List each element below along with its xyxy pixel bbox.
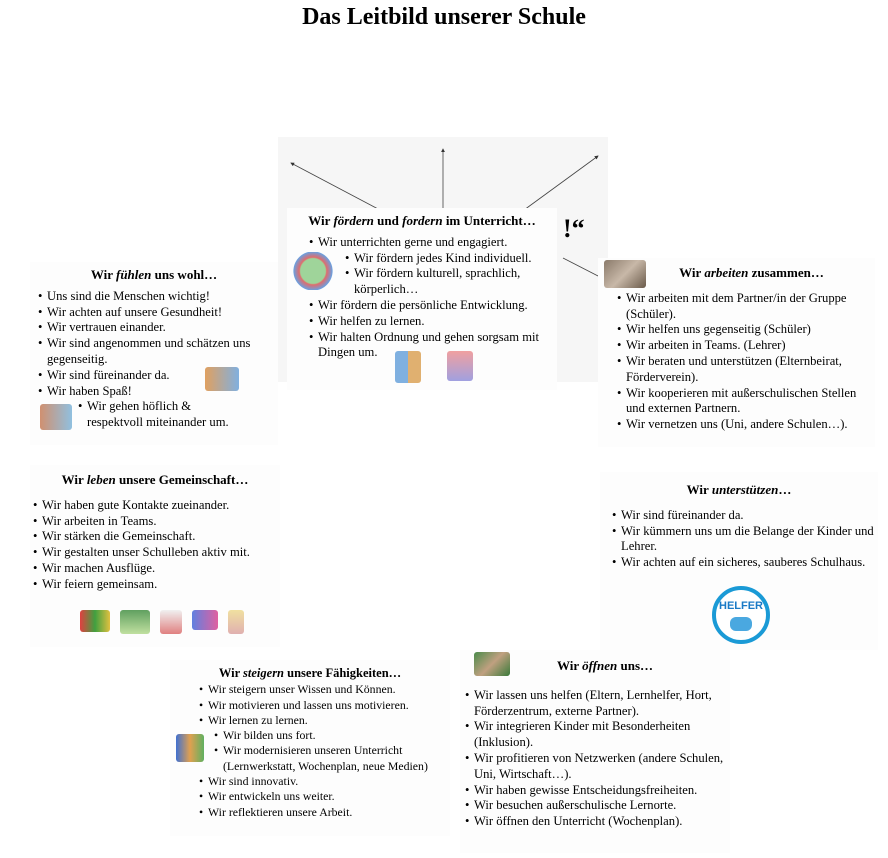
snowman-icon: [160, 610, 182, 634]
list-item: Wir fördern jedes Kind individuell.: [345, 251, 557, 267]
section-heading: Wir arbeiten zusammen…: [679, 265, 824, 280]
celebration-icons: [80, 610, 244, 634]
list-item: Wir helfen uns gegenseitig (Schüler): [617, 322, 875, 338]
christmas-tree-icon: [120, 610, 150, 634]
list-item: Wir kooperieren mit außerschulischen Ste…: [617, 386, 875, 418]
greeting-icon: [40, 404, 72, 430]
section-foerdern: Wir fördern und fordern im Unterricht… W…: [287, 208, 557, 390]
list-item: Wir halten Ordnung und gehen sorgsam mit…: [309, 330, 557, 362]
section-unterstuetzen: Wir unterstützen… Wir sind füreinander d…: [600, 472, 878, 650]
list-item: Wir sind innovativ.: [199, 774, 450, 790]
elephant-icon: [730, 616, 752, 631]
section-heading: Wir unterstützen…: [686, 482, 792, 497]
list-item: Wir haben gewisse Entscheidungsfreiheite…: [465, 783, 730, 799]
list-item: Wir bilden uns fort.: [214, 728, 450, 744]
list-item: Wir gestalten unser Schulleben aktiv mit…: [33, 545, 280, 561]
arrow-left: [290, 162, 381, 211]
page-title: Das Leitbild unserer Schule: [302, 4, 586, 30]
section-heading: Wir fördern und fordern im Unterricht…: [308, 213, 536, 228]
helfer-logo-text: HELFER: [719, 600, 763, 612]
list-item: Wir modernisieren unseren Unterricht (Le…: [214, 743, 450, 774]
section-arbeiten: Wir arbeiten zusammen… Wir arbeiten mit …: [598, 258, 875, 447]
list-item: Wir gehen höflich & respektvoll miteinan…: [78, 399, 237, 431]
list-item: Wir sind füreinander da.: [38, 368, 278, 384]
list-item: Wir achten auf unsere Gesundheit!: [38, 305, 278, 321]
list-item: Wir beraten und unterstützen (Elternbeir…: [617, 354, 875, 386]
list-item: Wir lassen uns helfen (Eltern, Lernhelfe…: [465, 688, 730, 720]
section-heading: Wir öffnen uns…: [556, 658, 654, 673]
quote-mark: !“: [563, 214, 585, 243]
section-oeffnen: Wir öffnen uns… Wir lassen uns helfen (E…: [460, 650, 730, 853]
list-item: Wir steigern unser Wissen und Können.: [199, 682, 450, 698]
list-item: Wir haben Spaß!: [38, 384, 278, 400]
list-item: Wir helfen zu lernen.: [309, 314, 557, 330]
glass-icon: [228, 610, 244, 634]
list-item: Wir öffnen den Unterricht (Wochenplan).: [465, 814, 730, 830]
section-heading: Wir steigern unsere Fähigkeiten…: [218, 666, 402, 680]
arrow-right: [523, 155, 599, 211]
list-item: Wir motivieren und lassen uns motivieren…: [199, 698, 450, 714]
fruit-icon: [80, 610, 110, 632]
list-item: Wir reflektieren unsere Arbeit.: [199, 805, 450, 821]
list-item: Uns sind die Menschen wichtig!: [38, 289, 278, 305]
section-leben: Wir leben unsere Gemeinschaft… Wir haben…: [30, 465, 280, 647]
playing-children-icon: [205, 367, 239, 391]
list-item: Wir arbeiten in Teams.: [33, 514, 280, 530]
list-item: Wir vernetzen uns (Uni, andere Schulen…)…: [617, 417, 875, 433]
globe-children-icon: [293, 252, 333, 290]
section-steigern: Wir steigern unsere Fähigkeiten… Wir ste…: [170, 660, 450, 836]
list-item: Wir unterrichten gerne und engagiert.: [309, 235, 557, 251]
list-item: Wir vertrauen einander.: [38, 320, 278, 336]
section-heading: Wir leben unsere Gemeinschaft…: [61, 472, 249, 487]
list-item: Wir fördern die persönliche Entwicklung.: [309, 298, 557, 314]
list-item: Wir arbeiten mit dem Partner/in der Grup…: [617, 291, 875, 323]
list-item: Wir lernen zu lernen.: [199, 713, 450, 729]
section-fuehlen: Wir fühlen uns wohl… Uns sind die Mensch…: [30, 262, 278, 445]
list-item: Wir machen Ausflüge.: [33, 561, 280, 577]
list-item: Wir sind angenommen und schätzen uns geg…: [38, 336, 278, 368]
list-item: Wir besuchen außerschulische Lernorte.: [465, 798, 730, 814]
list-item: Wir entwickeln uns weiter.: [199, 789, 450, 805]
list-item: Wir haben gute Kontakte zueinander.: [33, 498, 280, 514]
handshake-photo: [474, 652, 510, 676]
section-heading: Wir fühlen uns wohl…: [90, 267, 218, 282]
two-children-icon: [395, 351, 421, 383]
connector-right: [562, 257, 601, 278]
classroom-icon: [447, 351, 473, 381]
list-item: Wir stärken die Gemeinschaft.: [33, 529, 280, 545]
list-item: Wir achten auf ein sicheres, sauberes Sc…: [612, 555, 878, 571]
computer-user-icon: [176, 734, 204, 762]
teamwork-photo: [604, 260, 646, 288]
list-item: Wir sind füreinander da.: [612, 508, 878, 524]
list-item: Wir kümmern uns um die Belange der Kinde…: [612, 524, 878, 556]
list-item: Wir feiern gemeinsam.: [33, 577, 280, 593]
helfer-logo: HELFER: [712, 586, 770, 644]
masks-icon: [192, 610, 218, 630]
list-item: Wir arbeiten in Teams. (Lehrer): [617, 338, 875, 354]
list-item: Wir fördern kulturell, sprachlich, körpe…: [345, 266, 557, 298]
list-item: Wir integrieren Kinder mit Besonderheite…: [465, 719, 730, 751]
list-item: Wir profitieren von Netzwerken (andere S…: [465, 751, 730, 783]
